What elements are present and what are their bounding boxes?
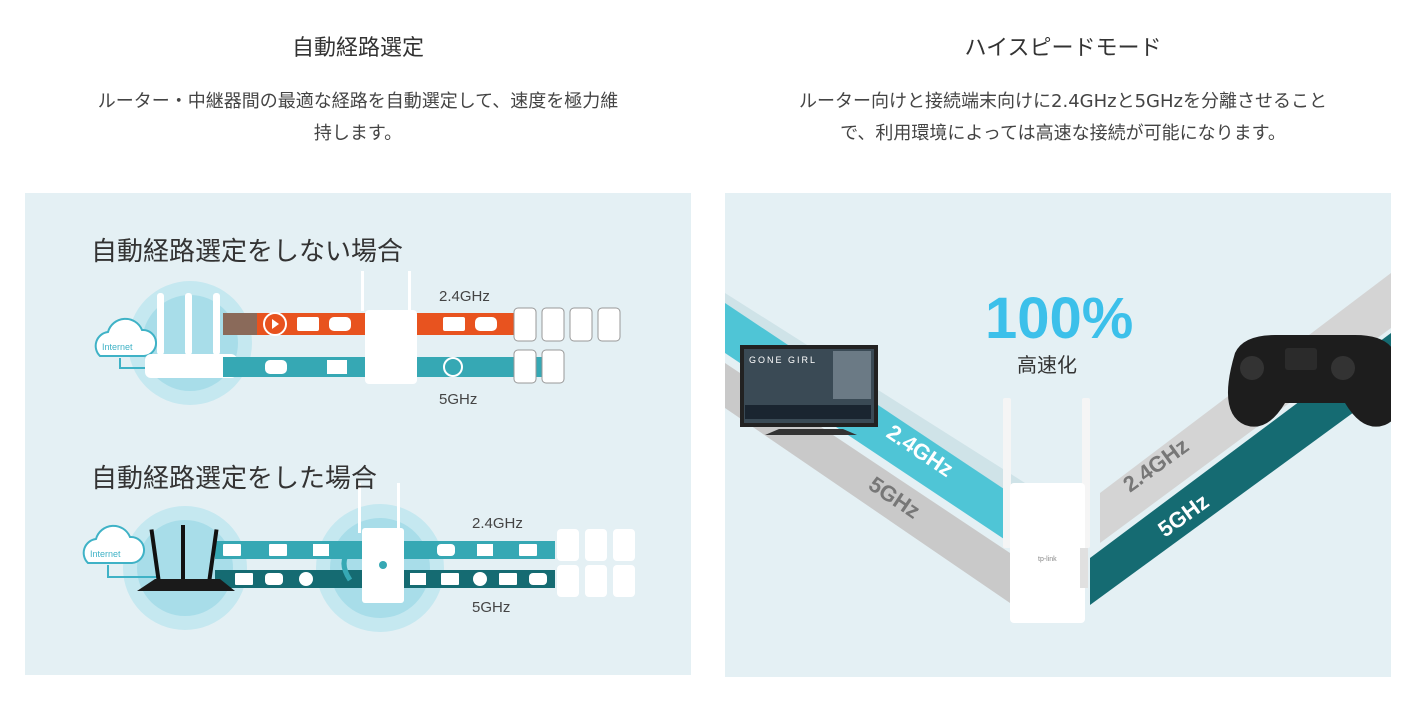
client-devices (513, 307, 621, 384)
left-title: 自動経路選定 (291, 36, 424, 61)
folder-icon (327, 360, 347, 374)
play-icon (443, 357, 463, 377)
white-router-icon (145, 293, 237, 378)
right-desc-line1: ルーター向けと接続端末向けに2.4GHzと5GHzを分離させること (799, 91, 1327, 112)
internet-cloud-icon (94, 317, 160, 369)
black-router-icon (137, 525, 235, 591)
mail-icon (443, 317, 465, 331)
tv-icon (740, 345, 878, 435)
mail-icon (297, 317, 319, 331)
gamepad-icon (329, 317, 351, 331)
band-5ghz-label: 5GHz (472, 599, 511, 616)
right-title: ハイスピードモード (964, 36, 1162, 61)
gamepad-icon (475, 317, 497, 331)
high-speed-diagram: GONE GIRL tp-link 2.4GHz 5GHz 2.4GHz 5GH… (725, 273, 1391, 623)
brand-logo: tp-link (1038, 556, 1057, 563)
right-description: ルーター向けと接続端末向けに2.4GHzと5GHzを分離させること で、利用環境… (705, 86, 1421, 150)
auto-route-diagram: Internet (82, 271, 635, 632)
client-devices (557, 529, 635, 597)
left-description: ルーター・中継器間の最適な経路を自動選定して、速度を極力維 持します。 (0, 86, 716, 150)
extender-icon (361, 271, 417, 384)
speed-percent: 100% (985, 286, 1134, 351)
traffic-icons (223, 544, 547, 586)
left-desc-line2: 持します。 (313, 123, 403, 144)
route-arrow-icon (341, 548, 353, 582)
speed-percent-caption: 高速化 (1017, 353, 1077, 377)
right-desc-line2: で、利用環境によっては高速な接続が可能になります。 (840, 123, 1286, 144)
extender-icon (358, 483, 404, 603)
tv-title-text: GONE GIRL (749, 355, 817, 365)
band-5ghz-label: 5GHz (439, 391, 478, 408)
extender-icon (1003, 398, 1090, 623)
internet-cloud-icon (82, 524, 158, 578)
case-without-title: 自動経路選定をしない場合 (91, 237, 404, 267)
left-desc-line1: ルーター・中継器間の最適な経路を自動選定して、速度を極力維 (97, 91, 619, 112)
game-controller-icon (1227, 335, 1391, 427)
gamepad-icon (265, 360, 287, 374)
high-speed-illustration: GONE GIRL tp-link 2.4GHz 5GHz 2.4GHz 5GH… (725, 193, 1391, 677)
internet-label: Internet (102, 342, 133, 352)
band-24ghz-label: 2.4GHz (439, 288, 490, 305)
internet-label: Internet (90, 549, 121, 559)
case-with-title: 自動経路選定をした場合 (91, 464, 378, 494)
band-24ghz-label: 2.4GHz (472, 515, 523, 532)
auto-route-illustration: Internet (25, 193, 691, 675)
